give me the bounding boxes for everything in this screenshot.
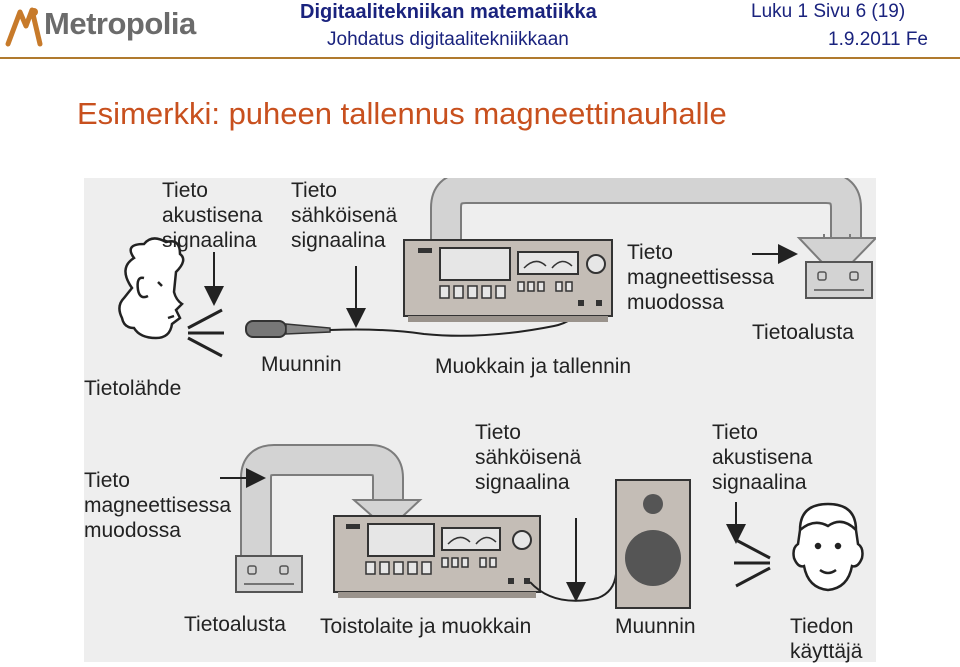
speaker-head-icon	[119, 238, 183, 338]
listener-face-icon	[794, 504, 863, 590]
cassette-bottom-icon	[236, 556, 302, 592]
label-medium-top: Tietoalusta	[752, 320, 854, 345]
course-title: Digitaalitekniikan matematiikka	[300, 1, 597, 24]
tape-deck-recorder	[404, 240, 612, 322]
label-player: Toistolaite ja muokkain	[320, 614, 531, 639]
sound-waves-top	[188, 310, 224, 356]
label-magnetic-bottom: Tieto magneettisessa muodossa	[84, 468, 231, 543]
label-acoustic-top: Tieto akustisena signaalina	[162, 178, 262, 253]
sound-waves-bottom	[734, 540, 770, 586]
loudspeaker-icon	[616, 480, 690, 608]
slide-title: Esimerkki: puheen tallennus magneettinau…	[77, 96, 727, 132]
label-magnetic-top: Tieto magneettisessa muodossa	[627, 240, 774, 315]
header-divider	[0, 57, 960, 59]
tape-deck-player	[334, 516, 616, 601]
cassette-top-icon	[806, 262, 872, 298]
label-source: Tietolähde	[84, 376, 181, 401]
page-indicator: Luku 1 Sivu 6 (19)	[751, 1, 905, 23]
label-converter-bottom: Muunnin	[615, 614, 696, 639]
recording-diagram: Tieto akustisena signaalina Tieto sähköi…	[84, 178, 876, 662]
label-converter-top: Muunnin	[261, 352, 342, 377]
logo-text: Metropolia	[44, 6, 196, 42]
label-electric-top: Tieto sähköisenä signaalina	[291, 178, 397, 253]
course-subtitle: Johdatus digitaalitekniikkaan	[327, 29, 569, 51]
label-electric-bottom: Tieto sähköisenä signaalina	[475, 420, 581, 495]
logo-mark-icon	[4, 4, 44, 48]
metropolia-logo: Metropolia	[4, 4, 200, 48]
label-acoustic-bottom: Tieto akustisena signaalina	[712, 420, 812, 495]
label-recorder: Muokkain ja tallennin	[435, 354, 631, 379]
label-user: Tiedon käyttäjä	[790, 614, 862, 664]
label-medium-bottom: Tietoalusta	[184, 612, 286, 637]
date-label: 1.9.2011 Fe	[828, 29, 928, 51]
